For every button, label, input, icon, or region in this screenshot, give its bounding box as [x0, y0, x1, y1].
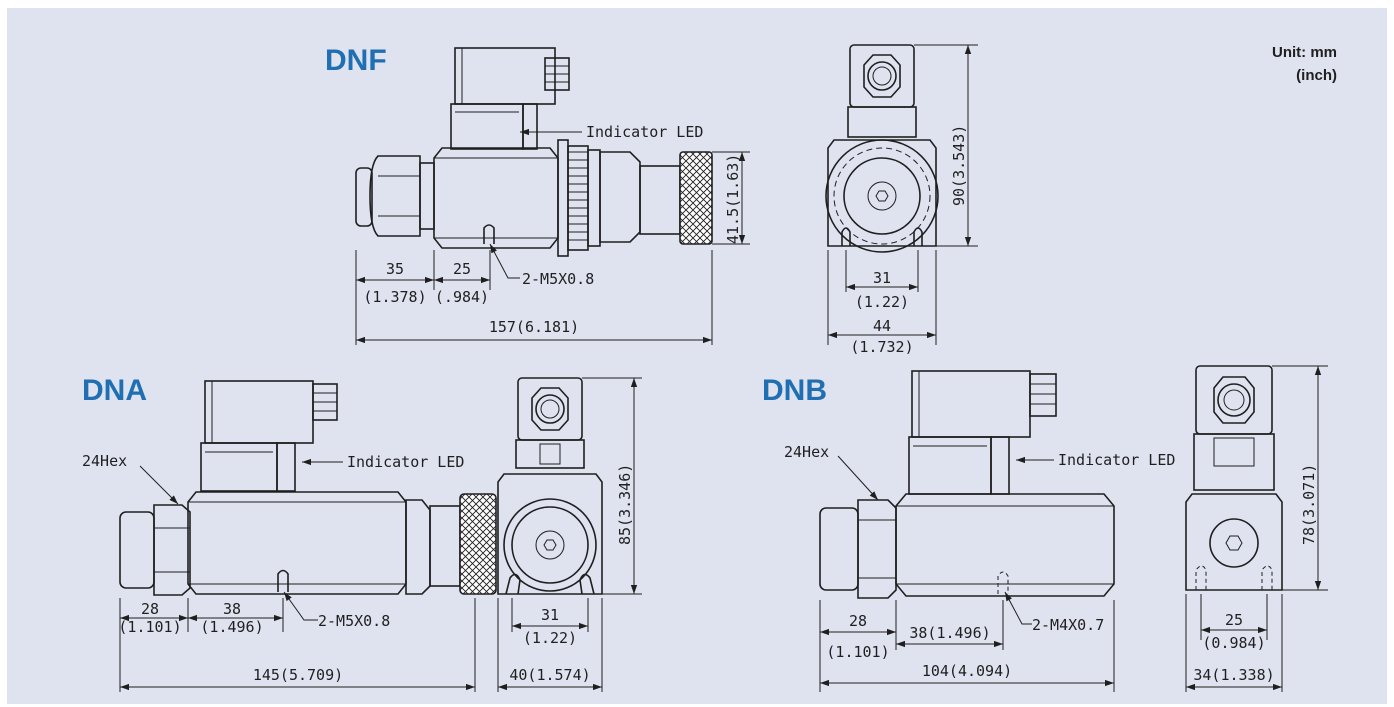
dnf-height-label: 41.5(1.63): [724, 154, 742, 244]
dnb-front-view: DNB 24Hex Indicator LED 28 (1.101): [762, 370, 1175, 692]
dna-thread-label: 2-M5X0.8: [318, 612, 390, 630]
dnb-indicator-label: Indicator LED: [1058, 451, 1175, 469]
dna-indicator-label: Indicator LED: [347, 453, 464, 471]
dnf-dim-25: 25: [453, 260, 471, 278]
dnb-side-view: 78(3.071) 25 (0.984) 34(1.338): [1185, 365, 1328, 692]
dna-dim-38: 38: [223, 600, 241, 618]
dna-hex-label: 24Hex: [82, 452, 127, 470]
dnf-dim-35-inch: (1.378): [363, 288, 426, 306]
dnb-title: DNB: [762, 374, 827, 407]
drawing-panel: [7, 8, 1387, 704]
dnf-indicator-label: Indicator LED: [586, 123, 703, 141]
dna-dim-38-inch: (1.496): [200, 618, 263, 636]
dna-side-view: 85(3.346) 31 (1.22) 40(1.574): [497, 377, 642, 692]
dnb-dim-28: 28: [849, 612, 867, 630]
dnf-front-view: DNF: [325, 44, 750, 345]
dnf-title: DNF: [325, 44, 387, 77]
dnf-side-31-inch: (1.22): [855, 293, 909, 311]
dnb-width-label: 34(1.338): [1193, 666, 1274, 684]
dnf-side-view: 90(3.543) 31 (1.22) 44 (1.732): [825, 44, 978, 356]
dnb-side-25: 25: [1225, 611, 1243, 629]
dnb-dim-28-inch: (1.101): [826, 643, 889, 661]
dnb-thread-label: 2-M4X0.7: [1032, 616, 1104, 634]
dnb-hex-label: 24Hex: [784, 443, 829, 461]
dnf-dim-35: 35: [386, 260, 404, 278]
dna-side-31: 31: [541, 606, 559, 624]
dna-dim-28-inch: (1.101): [118, 618, 181, 636]
dnf-length-label: 157(6.181): [489, 318, 579, 336]
dnf-side-31: 31: [873, 269, 891, 287]
dnb-side-height-label: 78(3.071): [1300, 464, 1318, 545]
dnf-side-height-label: 90(3.543): [950, 125, 968, 206]
unit-label: Unit: mm: [1272, 44, 1337, 61]
dna-dim-28: 28: [141, 600, 159, 618]
dna-width-label: 40(1.574): [509, 666, 590, 684]
dnf-side-44-inch: (1.732): [850, 338, 913, 356]
dnb-side-25-inch: (0.984): [1202, 634, 1265, 652]
dnf-dim-25-inch: (.984): [435, 288, 489, 306]
dna-side-height-label: 85(3.346): [616, 464, 634, 545]
dna-title: DNA: [82, 374, 147, 407]
dna-front-view: DNA 24Hex Indicator LED: [82, 374, 497, 692]
dna-length-label: 145(5.709): [253, 666, 343, 684]
dna-side-31-inch: (1.22): [523, 629, 577, 647]
dnf-side-44: 44: [873, 317, 891, 335]
dnb-length-label: 104(4.094): [922, 662, 1012, 680]
unit-label-inch: (inch): [1296, 67, 1337, 84]
dnf-thread-label: 2-M5X0.8: [522, 270, 594, 288]
dnb-dim-38: 38(1.496): [909, 624, 990, 642]
